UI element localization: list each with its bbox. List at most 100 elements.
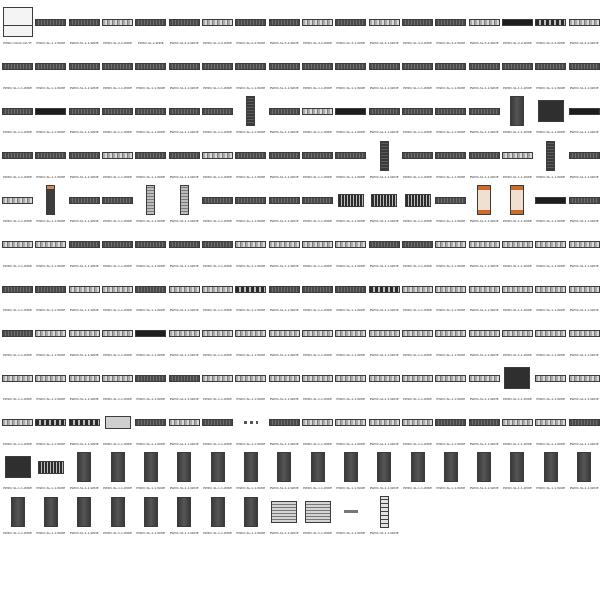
thumbnail-item[interactable]: PWDC-SL-1-1-WIDE	[334, 451, 367, 495]
thumbnail-item[interactable]: PWDC-SL-1-1-WIDE	[501, 407, 534, 451]
thumbnail-item[interactable]: PWDC-SL-1-1-WIDE	[134, 318, 167, 362]
thumbnail-item[interactable]: PWDC-SL-1-1-WIDE	[568, 229, 600, 273]
thumbnail-item[interactable]: PWDC-SL-1-1-WIDE	[68, 6, 101, 50]
thumbnail-item[interactable]: PWDC-SL-1-1-WIDE	[301, 184, 334, 228]
thumbnail-item[interactable]: PWDC-SL-1-1-WIDE	[468, 140, 501, 184]
thumbnail-item[interactable]: PWDC-SL-1-1-WIDE	[268, 407, 301, 451]
thumbnail-item[interactable]: PWDC-SL-1-1-WIDE	[334, 273, 367, 317]
thumbnail-item[interactable]: PWDC-SL-1-1-WIDE	[401, 318, 434, 362]
thumbnail-item[interactable]: PWDC-SL-1-1-WIDE	[501, 362, 534, 406]
thumbnail-item[interactable]: PWDC-SL-1-1-WIDE	[368, 184, 401, 228]
thumbnail-item[interactable]: PWDC-SL-1-1-WIDE	[201, 95, 234, 139]
thumbnail-item[interactable]: PWDC-SL-1-1-WIDE	[234, 273, 267, 317]
thumbnail-item[interactable]: PWDC-SL-1-1-WIDE	[201, 51, 234, 95]
thumbnail-item[interactable]: PWDC-SL-1-1-WIDE	[68, 95, 101, 139]
thumbnail-item[interactable]: PWDC-SL-1-1-WIDE	[34, 451, 67, 495]
thumbnail-item[interactable]: PWDC-SL-1-1-WIDE	[34, 229, 67, 273]
thumbnail-item[interactable]: PWDC-SL-1-1-WIDE	[434, 407, 467, 451]
thumbnail-item[interactable]: PWDC-SL-1-1-WIDE	[34, 184, 67, 228]
thumbnail-item[interactable]: PWDC-SL-2-2-WIDE	[501, 6, 534, 50]
thumbnail-item[interactable]: PWDC-SL-1-1-WIDE	[68, 229, 101, 273]
thumbnail-item[interactable]: PWDC-SL-1-1-WIDE	[201, 273, 234, 317]
thumbnail-item[interactable]: PWDC-SL-1-1-WIDE	[568, 140, 600, 184]
thumbnail-item[interactable]: PWDC-SL-2-2-WIDE	[534, 6, 567, 50]
thumbnail-item[interactable]: PWDC-SL-1-1-WIDE	[134, 407, 167, 451]
thumbnail-item[interactable]: PWDC-SL-1-1-WIDE	[101, 95, 134, 139]
thumbnail-item[interactable]: PWDC-SL-1-1-WIDE	[101, 318, 134, 362]
thumbnail-item[interactable]: PWDC-SL-1-1-WIDE	[101, 229, 134, 273]
thumbnail-item[interactable]: PWDC-SL-1-1-WIDE	[301, 95, 334, 139]
thumbnail-item[interactable]: PWDC-SL-1-1-WIDE	[234, 184, 267, 228]
thumbnail-item[interactable]: PWDC-SL-3-2-WIDE	[401, 6, 434, 50]
thumbnail-item[interactable]: PWDC-OLDC-OA-TT	[1, 6, 34, 50]
thumbnail-item[interactable]: PWDC-SL-1-1-WIDE	[301, 140, 334, 184]
thumbnail-item[interactable]: PWDC-SL-1-1-WIDE	[401, 95, 434, 139]
thumbnail-item[interactable]: PWDC-SL-3-1-WIDE	[334, 6, 367, 50]
thumbnail-item[interactable]: PWDC-SL-1-1-WIDE	[268, 140, 301, 184]
thumbnail-item[interactable]: PWDC-SL-1-1-WIDE	[168, 51, 201, 95]
thumbnail-item[interactable]: PWDC-SL-1-1-WIDE	[101, 273, 134, 317]
thumbnail-item[interactable]: PWDC-SL-1-1-WIDE	[434, 95, 467, 139]
thumbnail-item[interactable]: PWDC-SL-1-1-WIDE	[68, 51, 101, 95]
thumbnail-item[interactable]: PWDC-SL-1-1-WIDE	[134, 229, 167, 273]
thumbnail-item[interactable]: PWDC-SL-1-1-WIDE	[301, 51, 334, 95]
thumbnail-item[interactable]: PWDC-SL-1-1-WIDE	[368, 95, 401, 139]
thumbnail-item[interactable]: PWDC-SL-1-1-WIDE	[34, 6, 67, 50]
thumbnail-item[interactable]: PWDC-SL-1-1-WIDE	[134, 496, 167, 540]
thumbnail-item[interactable]: PWDC-SL-1-1-WIDE	[1, 51, 34, 95]
thumbnail-item[interactable]: PWDC-SL-1-1-WIDE	[368, 451, 401, 495]
thumbnail-item[interactable]: PWDC-SL-1-1-WIDE	[68, 273, 101, 317]
thumbnail-item[interactable]: PWDC-SL-1-1-WIDE	[301, 496, 334, 540]
thumbnail-item[interactable]: PWDC-SL-1-1-WIDE	[534, 451, 567, 495]
thumbnail-item[interactable]: PWDC-SL-1-1-WIDE	[234, 451, 267, 495]
thumbnail-item[interactable]: PWDC-SL-1-1-WIDE	[34, 407, 67, 451]
thumbnail-item[interactable]: PWDC-SL-1-1-WIDE	[534, 318, 567, 362]
thumbnail-item[interactable]: PWDC-SL-1-1-WIDE	[234, 140, 267, 184]
thumbnail-item[interactable]: PWDC-SL-1-1-WIDE	[368, 273, 401, 317]
thumbnail-item[interactable]: PWDC-SL-1-1-WIDE	[268, 184, 301, 228]
thumbnail-item[interactable]: PWDC-SL-1-1-WIDE	[501, 140, 534, 184]
thumbnail-item[interactable]: PWDC-SL-1-1-WIDE	[468, 407, 501, 451]
thumbnail-item[interactable]: PWDC-SL-1-1-WIDE	[168, 95, 201, 139]
thumbnail-item[interactable]: PWDC-SL-1-1-WIDE	[434, 318, 467, 362]
thumbnail-item[interactable]: PWDC-SL-1-1-WIDE	[401, 140, 434, 184]
thumbnail-item[interactable]: PWDC-SL-2-2-WIDE	[168, 6, 201, 50]
thumbnail-item[interactable]: PWDC-SL-1-1-WIDE	[168, 140, 201, 184]
thumbnail-item[interactable]: PWDC-SL-1-1-WIDE	[1, 184, 34, 228]
thumbnail-item[interactable]: PWDC-SL-1-1-WIDE	[101, 51, 134, 95]
thumbnail-item[interactable]: PWDC-SL-1-1-WIDE	[468, 51, 501, 95]
thumbnail-item[interactable]: PWDC-SL-1-1-WIDE	[68, 451, 101, 495]
thumbnail-item[interactable]: PWDC-SL-1-1-WIDE	[568, 51, 600, 95]
thumbnail-item[interactable]: PWDC-SL-3-2-WIDE	[301, 6, 334, 50]
thumbnail-item[interactable]: PWDC-SL-1-1-WIDE	[368, 140, 401, 184]
thumbnail-item[interactable]: PWDC-SL-1-1-WIDE	[168, 273, 201, 317]
thumbnail-item[interactable]: PWDC-SL-1-1-WIDE	[301, 273, 334, 317]
thumbnail-item[interactable]: PWDC-SL-1-1-WIDE	[134, 362, 167, 406]
thumbnail-item[interactable]: PWDC-SL-1-1-WIDE	[68, 362, 101, 406]
thumbnail-item[interactable]: PWDC-SL-1-1-WIDE	[168, 407, 201, 451]
thumbnail-item[interactable]: PWDC-SL-1-1-WIDE	[1, 229, 34, 273]
thumbnail-item[interactable]: PWDC-SL-1-1-WIDE	[334, 140, 367, 184]
thumbnail-item[interactable]: PWDC-SL-1-1-WIDE	[134, 273, 167, 317]
thumbnail-item[interactable]: PWDC-SL-1-1-WIDE	[168, 229, 201, 273]
thumbnail-item[interactable]: PWDC-SL-1-1-WIDE	[301, 407, 334, 451]
thumbnail-item[interactable]: PWDC-SL-1-1-WIDE	[501, 95, 534, 139]
thumbnail-item[interactable]: PWDC-SL-1-1-WIDE	[68, 184, 101, 228]
thumbnail-item[interactable]: PWDC-SL-1-1-WIDE	[101, 362, 134, 406]
thumbnail-item[interactable]: PWDC-SL-1-1-WIDE	[101, 451, 134, 495]
thumbnail-item[interactable]: PWDC-SL-1-1-WIDE	[201, 140, 234, 184]
thumbnail-item[interactable]: PWDC-SL-1-1-WIDE	[468, 229, 501, 273]
thumbnail-item[interactable]: PWDC-SL-1-1-WIDE	[334, 362, 367, 406]
thumbnail-item[interactable]: PWDC-SL-1-1-WIDE	[101, 184, 134, 228]
thumbnail-item[interactable]: PWDC-SL-1-1-WIDE	[268, 229, 301, 273]
thumbnail-item[interactable]: PWDC-SL-1-1-WIDE	[401, 407, 434, 451]
thumbnail-item[interactable]: PWDC-SL-1-1-WIDE	[534, 140, 567, 184]
thumbnail-item[interactable]: PWDC-SL-1-1-WIDE	[501, 451, 534, 495]
thumbnail-item[interactable]: PWDC-SL-1-1-WIDE	[468, 184, 501, 228]
thumbnail-item[interactable]: PWDC-SL-1-1-WIDE	[201, 496, 234, 540]
thumbnail-item[interactable]: PWDC-SL-1-1-WIDE	[468, 451, 501, 495]
thumbnail-item[interactable]: PWDC-SL-1-1-WIDE	[368, 362, 401, 406]
thumbnail-item[interactable]: PWDC-SL-1-1-WIDE	[234, 95, 267, 139]
thumbnail-item[interactable]: PWDC-SL-1-1-WIDE	[501, 51, 534, 95]
thumbnail-item[interactable]: PWDC-SL-1-1-WIDE	[534, 95, 567, 139]
